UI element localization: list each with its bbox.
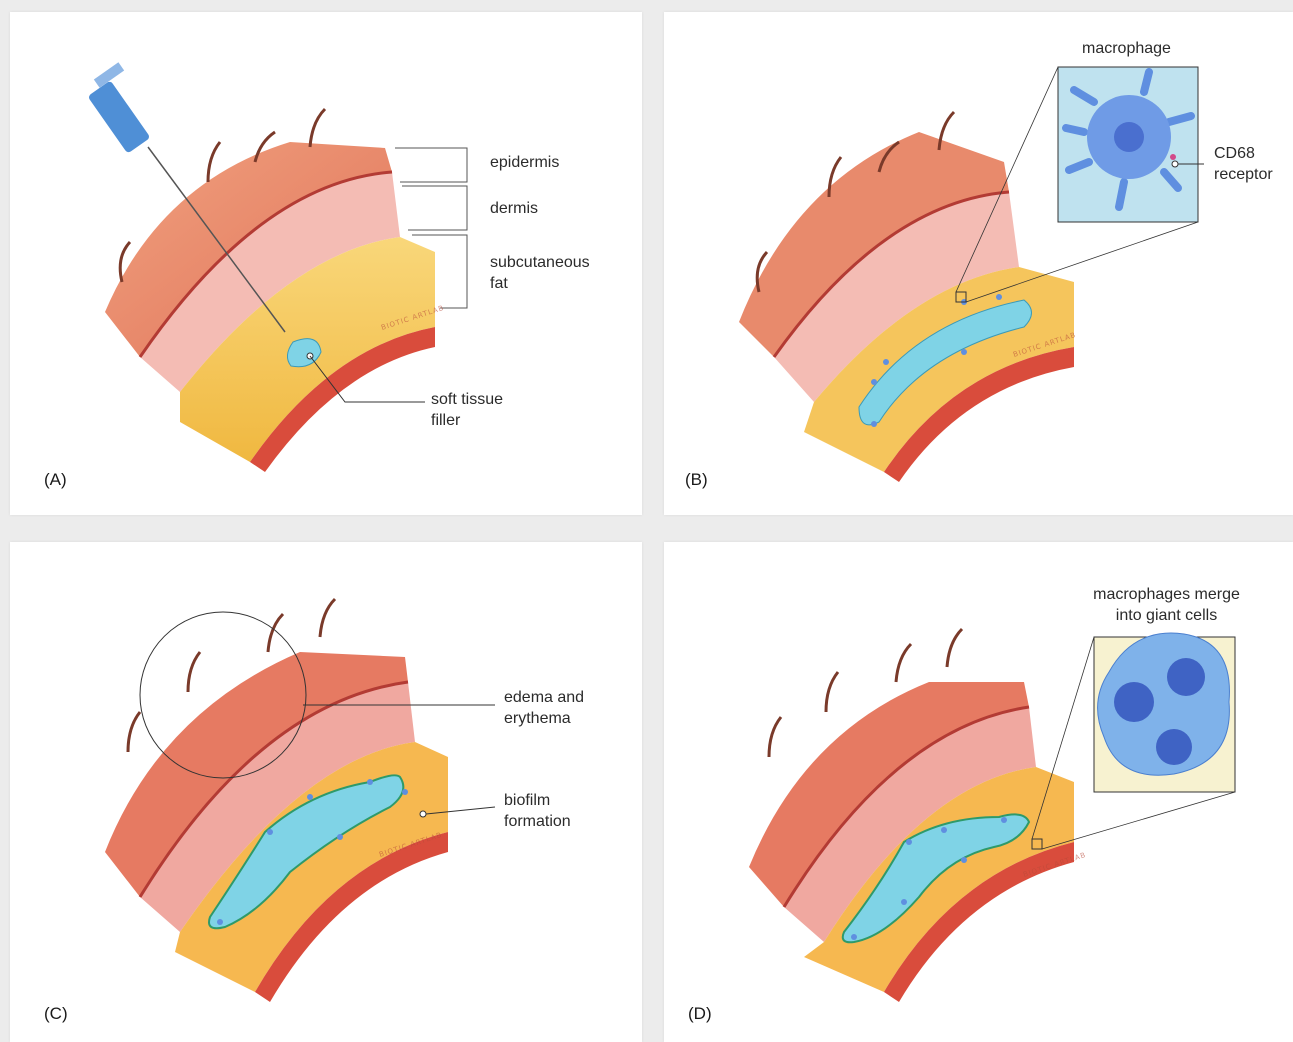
panel-letter-a: (A)	[44, 470, 67, 490]
macrophage-label: macrophage	[1082, 38, 1171, 59]
panel-b-illustration: BIOTIC ARTLAB	[664, 12, 1293, 515]
dermis-bracket	[402, 186, 467, 230]
panel-a: BIOTIC ARTLAB epidermis dermis subcutane…	[10, 12, 642, 515]
dermis-label: dermis	[490, 198, 538, 219]
panel-letter-d: (D)	[688, 1004, 712, 1024]
panel-letter-b: (B)	[685, 470, 708, 490]
epidermis-bracket	[395, 148, 467, 182]
epidermis-label: epidermis	[490, 152, 559, 173]
panel-letter-c: (C)	[44, 1004, 68, 1024]
